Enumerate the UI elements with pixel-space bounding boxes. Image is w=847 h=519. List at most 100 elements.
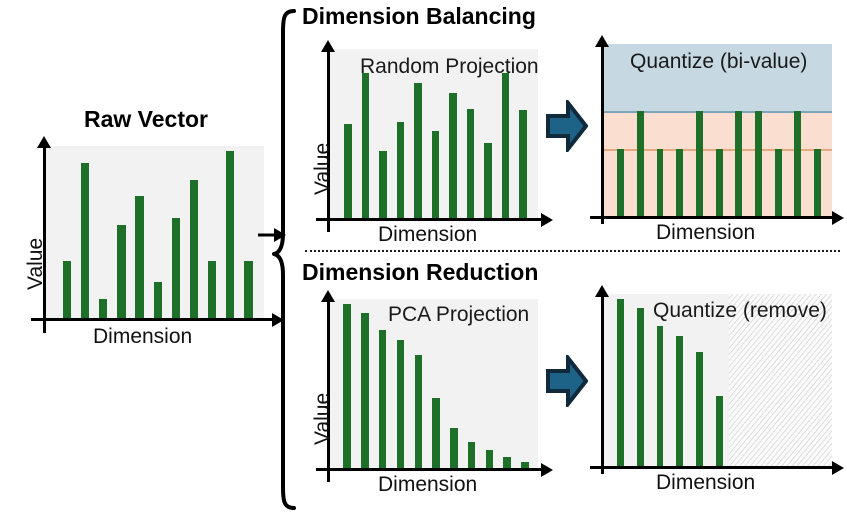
raw-vector-plot <box>46 146 264 318</box>
bar <box>379 329 387 469</box>
random-projection-y-axis <box>327 50 330 232</box>
bar <box>226 151 235 318</box>
quantize-bivalue-bars <box>604 44 832 219</box>
pca-projection-x-label: Dimension <box>378 473 478 496</box>
pca-projection-y-label: Value <box>311 392 334 445</box>
bar <box>484 142 492 219</box>
quantize-bivalue-x-axis <box>590 216 835 219</box>
bar <box>636 110 644 219</box>
bar <box>344 123 352 219</box>
reference-line-high <box>604 110 832 113</box>
bar <box>774 149 782 219</box>
bar <box>503 457 511 469</box>
quantize-bivalue-y-axis <box>601 45 604 224</box>
bar <box>361 312 369 469</box>
bar <box>414 355 423 469</box>
pca-projection-bars <box>330 299 538 469</box>
bar <box>696 110 703 219</box>
removed-dimensions-region <box>728 294 832 469</box>
bar <box>81 163 90 318</box>
quantize-remove-x-axis <box>590 466 835 469</box>
bar <box>244 261 253 318</box>
bar <box>153 281 162 318</box>
pca-projection-plot <box>330 299 538 469</box>
raw-vector-bars <box>46 146 264 318</box>
quantize-bivalue-x-axis-arrow-icon <box>832 211 844 225</box>
bar <box>396 339 405 469</box>
bar <box>414 83 422 219</box>
quantize-remove-title: Quantize (remove) <box>653 299 827 322</box>
quantize-remove-y-axis <box>601 295 604 474</box>
random-projection-y-axis-arrow-icon <box>321 40 335 52</box>
raw-vector-title: Raw Vector <box>84 106 208 132</box>
random-projection-x-axis <box>316 218 544 221</box>
quantize-bivalue-chart <box>604 44 832 219</box>
raw-vector-x-label: Dimension <box>93 325 193 348</box>
quantize-bivalue-title: Quantize (bi-value) <box>630 50 808 73</box>
random-projection-x-axis-arrow-icon <box>541 213 553 227</box>
bar <box>755 110 762 219</box>
flow-arrow-top-icon <box>546 97 589 157</box>
raw-vector-y-axis-arrow-icon <box>37 136 51 148</box>
quantize-remove-plot <box>604 294 832 469</box>
bar <box>467 441 476 469</box>
quantize-remove-chart <box>604 294 832 469</box>
bar <box>696 351 703 469</box>
pca-projection-title: PCA Projection <box>388 303 530 326</box>
quantize-remove-bars <box>604 294 832 469</box>
bar <box>450 428 458 469</box>
bar <box>501 72 510 219</box>
flow-arrow-bottom-icon <box>546 352 589 412</box>
raw-vector-y-label: Value <box>24 237 47 290</box>
raw-out-arrow-icon <box>258 225 288 250</box>
quantize-remove-x-label: Dimension <box>656 471 756 494</box>
bar <box>99 299 108 318</box>
bar <box>715 395 723 469</box>
bar <box>617 149 625 219</box>
quantize-remove-y-axis-arrow-icon <box>595 285 609 297</box>
bar <box>656 149 664 219</box>
random-projection-x-label: Dimension <box>378 223 478 246</box>
bar <box>735 110 743 219</box>
band-high-value <box>604 44 832 111</box>
raw-vector-y-axis <box>43 146 46 333</box>
bar <box>207 261 217 318</box>
section-title-dimension-balancing: Dimension Balancing <box>302 3 536 29</box>
bar <box>676 336 684 469</box>
bar <box>656 325 664 469</box>
bar <box>449 93 457 219</box>
bar <box>379 151 387 219</box>
bar <box>636 308 644 469</box>
bar <box>432 397 440 469</box>
quantize-bivalue-plot <box>604 44 832 219</box>
section-title-dimension-reduction: Dimension Reduction <box>302 259 539 285</box>
bar <box>794 110 802 219</box>
bar <box>521 462 529 469</box>
bar <box>485 450 494 469</box>
pca-projection-x-axis <box>316 468 544 471</box>
bar <box>343 304 351 469</box>
random-projection-plot <box>330 49 538 219</box>
bar <box>189 180 199 318</box>
pca-projection-chart <box>330 299 538 469</box>
random-projection-title: Random Projection <box>360 55 539 78</box>
random-projection-bars <box>330 49 538 219</box>
bar <box>617 299 625 469</box>
quantize-remove-x-axis-arrow-icon <box>832 461 844 475</box>
pca-projection-y-axis <box>327 300 330 482</box>
bar <box>117 225 126 318</box>
bar <box>135 195 144 318</box>
random-projection-y-label: Value <box>311 142 334 195</box>
raw-vector-chart <box>46 146 264 318</box>
bar <box>676 149 684 219</box>
bar <box>431 130 440 219</box>
raw-vector-x-axis <box>31 318 274 321</box>
quantize-bivalue-x-label: Dimension <box>656 221 756 244</box>
bar <box>519 110 527 219</box>
bar <box>814 149 821 219</box>
bar <box>466 108 475 219</box>
quantize-bivalue-y-axis-arrow-icon <box>595 35 609 47</box>
random-projection-chart <box>330 49 538 219</box>
pca-projection-y-axis-arrow-icon <box>321 290 335 302</box>
